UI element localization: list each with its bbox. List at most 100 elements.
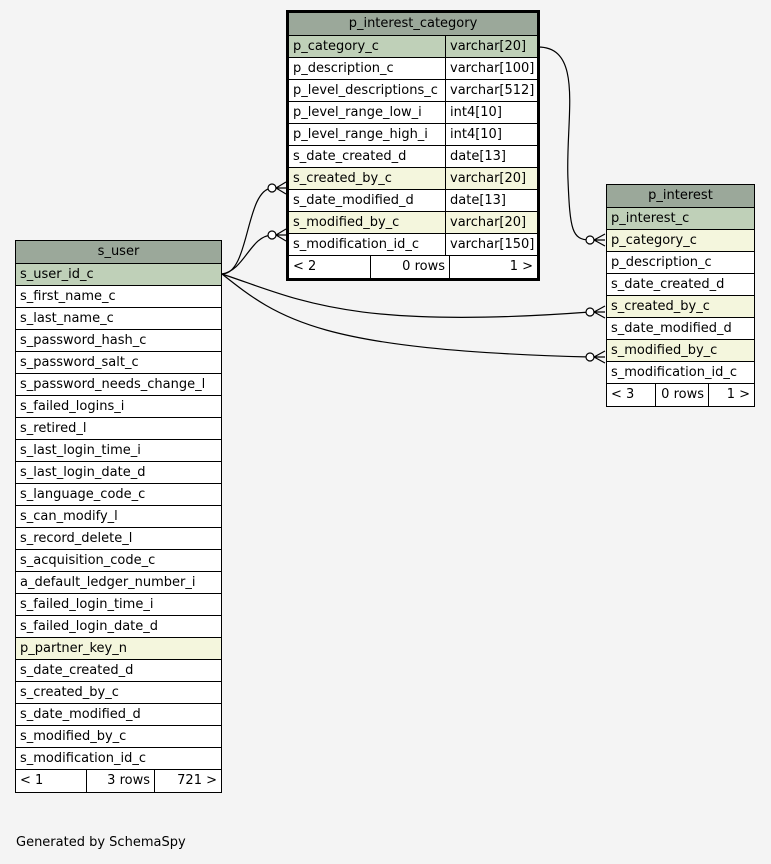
table-footer: < 2 0 rows 1 > bbox=[289, 256, 537, 278]
column-row[interactable]: s_password_needs_change_l bbox=[16, 374, 221, 396]
column-row[interactable]: s_first_name_c bbox=[16, 286, 221, 308]
column-name: p_description_c bbox=[293, 61, 394, 76]
crow-foot-marker bbox=[593, 350, 606, 364]
column-name: s_failed_logins_i bbox=[20, 399, 125, 414]
schemaspy-credit: Generated by SchemaSpy bbox=[16, 835, 186, 850]
row-count: 3 rows bbox=[86, 770, 154, 792]
column-row[interactable]: s_failed_logins_i bbox=[16, 396, 221, 418]
column-row[interactable]: s_failed_login_date_d bbox=[16, 616, 221, 638]
column-row[interactable]: s_failed_login_time_i bbox=[16, 594, 221, 616]
column-name: p_category_c bbox=[293, 39, 379, 54]
column-row[interactable]: s_created_by_c bbox=[16, 682, 221, 704]
column-name: s_created_by_c bbox=[293, 171, 392, 186]
column-row[interactable]: p_description_c bbox=[607, 252, 754, 274]
column-row[interactable]: s_can_modify_l bbox=[16, 506, 221, 528]
column-row[interactable]: s_last_login_time_i bbox=[16, 440, 221, 462]
column-row[interactable]: s_last_name_c bbox=[16, 308, 221, 330]
rel-user-to-interest-created bbox=[221, 273, 591, 319]
table-footer: < 3 0 rows 1 > bbox=[607, 384, 754, 406]
optional-end-marker bbox=[585, 352, 595, 362]
column-row[interactable]: s_created_by_c bbox=[607, 296, 754, 318]
optional-end-marker bbox=[267, 183, 277, 193]
column-row[interactable]: s_date_modified_d bbox=[607, 318, 754, 340]
parents-link[interactable]: < 3 bbox=[611, 387, 635, 402]
crow-foot-marker bbox=[275, 181, 287, 195]
parents-link[interactable]: < 2 bbox=[293, 259, 317, 274]
column-type: varchar[100] bbox=[445, 58, 537, 79]
column-name: s_password_salt_c bbox=[20, 355, 139, 370]
parents-link[interactable]: < 1 bbox=[20, 773, 44, 788]
column-row[interactable]: s_language_code_c bbox=[16, 484, 221, 506]
table-title[interactable]: p_interest bbox=[607, 185, 754, 208]
column-row[interactable]: s_acquisition_code_c bbox=[16, 550, 221, 572]
column-name: s_last_name_c bbox=[20, 311, 114, 326]
table-p-interest[interactable]: p_interest p_interest_c p_category_c p_des… bbox=[606, 184, 755, 407]
column-row[interactable]: s_date_modified_d bbox=[16, 704, 221, 726]
column-type: int4[10] bbox=[445, 102, 537, 123]
column-type: date[13] bbox=[445, 146, 537, 167]
column-row[interactable]: p_level_descriptions_c varchar[512] bbox=[289, 80, 537, 102]
column-name: p_category_c bbox=[611, 233, 697, 248]
column-row[interactable]: s_password_hash_c bbox=[16, 330, 221, 352]
column-name: s_date_created_d bbox=[611, 277, 725, 292]
table-title[interactable]: p_interest_category bbox=[289, 13, 537, 36]
rel-user-to-category-created bbox=[221, 187, 273, 275]
column-row[interactable]: s_modified_by_c bbox=[607, 340, 754, 362]
column-row[interactable]: p_level_range_high_i int4[10] bbox=[289, 124, 537, 146]
column-row[interactable]: s_last_login_date_d bbox=[16, 462, 221, 484]
column-row[interactable]: p_category_c bbox=[607, 230, 754, 252]
column-row[interactable]: s_record_delete_l bbox=[16, 528, 221, 550]
column-row[interactable]: s_user_id_c bbox=[16, 264, 221, 286]
children-link[interactable]: 1 > bbox=[449, 256, 537, 278]
column-name: s_modification_id_c bbox=[611, 365, 737, 380]
column-name: p_interest_c bbox=[611, 211, 690, 226]
column-type: int4[10] bbox=[445, 124, 537, 145]
column-row[interactable]: s_modified_by_c bbox=[16, 726, 221, 748]
column-row[interactable]: p_description_c varchar[100] bbox=[289, 58, 537, 80]
column-name: s_created_by_c bbox=[611, 299, 710, 314]
column-row[interactable]: p_interest_c bbox=[607, 208, 754, 230]
column-row[interactable]: s_modification_id_c bbox=[607, 362, 754, 384]
table-p-interest-category[interactable]: p_interest_category p_category_c varchar[… bbox=[286, 10, 540, 281]
optional-end-marker bbox=[267, 230, 277, 240]
column-row[interactable]: s_password_salt_c bbox=[16, 352, 221, 374]
column-row[interactable]: a_default_ledger_number_i bbox=[16, 572, 221, 594]
column-type: varchar[20] bbox=[445, 36, 537, 57]
column-type: varchar[20] bbox=[445, 212, 537, 233]
column-name: s_date_modified_d bbox=[611, 321, 732, 336]
table-s-user[interactable]: s_user s_user_id_c s_first_name_c s_last_n… bbox=[15, 240, 222, 793]
column-list: s_user_id_c s_first_name_c s_last_name_c s_… bbox=[16, 264, 221, 770]
row-count: 0 rows bbox=[655, 384, 708, 406]
column-name: s_first_name_c bbox=[20, 289, 116, 304]
table-title[interactable]: s_user bbox=[16, 241, 221, 264]
column-row[interactable]: s_date_created_d bbox=[607, 274, 754, 296]
column-name: s_modified_by_c bbox=[20, 729, 127, 744]
column-type: varchar[512] bbox=[445, 80, 537, 101]
optional-end-marker bbox=[585, 235, 595, 245]
column-row[interactable]: s_modification_id_c bbox=[16, 748, 221, 770]
column-name: s_failed_login_date_d bbox=[20, 619, 159, 634]
rel-user-to-interest-modified bbox=[221, 273, 591, 358]
column-name: s_user_id_c bbox=[20, 267, 94, 282]
column-row[interactable]: p_category_c varchar[20] bbox=[289, 36, 537, 58]
column-name: p_level_descriptions_c bbox=[293, 83, 438, 98]
column-row[interactable]: s_retired_l bbox=[16, 418, 221, 440]
column-row[interactable]: p_partner_key_n bbox=[16, 638, 221, 660]
column-name: s_modified_by_c bbox=[611, 343, 718, 358]
column-name: s_language_code_c bbox=[20, 487, 146, 502]
column-row[interactable]: s_date_created_d bbox=[16, 660, 221, 682]
children-link[interactable]: 721 > bbox=[154, 770, 221, 792]
children-link[interactable]: 1 > bbox=[708, 384, 754, 406]
column-name: s_date_modified_d bbox=[20, 707, 141, 722]
column-name: p_description_c bbox=[611, 255, 712, 270]
column-name: p_level_range_high_i bbox=[293, 127, 428, 142]
column-type: date[13] bbox=[445, 190, 537, 211]
